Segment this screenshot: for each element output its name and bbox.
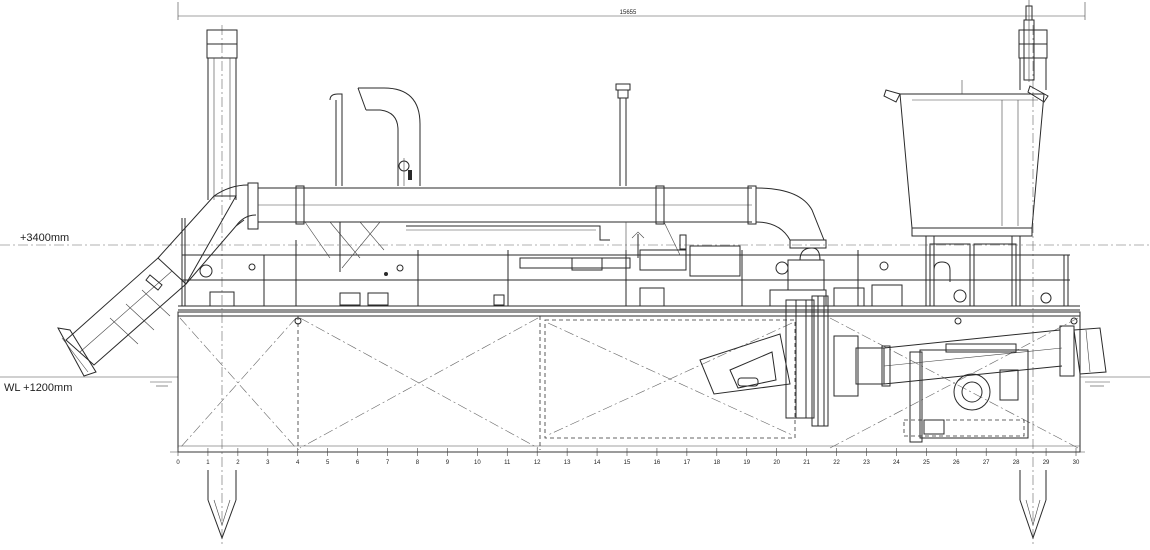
frame-number: 6 [356, 460, 360, 466]
frame-number: 18 [713, 460, 720, 466]
frame-number: 2 [236, 460, 240, 466]
frame-number: 27 [983, 460, 990, 466]
frame-number: 23 [863, 460, 870, 466]
overall-dimension-label: 15655 [620, 10, 637, 16]
spud-right [1018, 0, 1048, 545]
vent-pipes [329, 83, 631, 186]
frame-number: 9 [446, 460, 450, 466]
main-engine [903, 343, 1029, 443]
dredge-pump-assembly [699, 295, 1107, 427]
frame-number: 17 [684, 460, 691, 466]
winch-house [883, 80, 1052, 307]
hull-pontoon [170, 311, 1085, 453]
frame-number: 7 [386, 460, 390, 466]
spud-left [206, 25, 238, 545]
frame-number: 28 [1013, 460, 1020, 466]
ladder-discharge-left [57, 195, 245, 377]
frame-number: 15 [624, 460, 631, 466]
frame-number: 0 [176, 460, 180, 466]
frame-number: 25 [923, 460, 930, 466]
frame-number: 8 [416, 460, 420, 466]
frame-number: 30 [1073, 460, 1080, 466]
elevation-label: +3400mm [20, 232, 69, 244]
frame-number: 5 [326, 460, 330, 466]
frame-number: 16 [654, 460, 661, 466]
frame-number: 21 [803, 460, 810, 466]
frame-number: 3 [266, 460, 270, 466]
frame-number: 1 [206, 460, 210, 466]
waterline-label: WL +1200mm [4, 382, 72, 394]
frame-number: 14 [594, 460, 601, 466]
frame-number: 19 [743, 460, 750, 466]
deck-machinery [209, 231, 903, 307]
frame-number: 10 [474, 460, 481, 466]
frame-number: 26 [953, 460, 960, 466]
frame-number: 22 [833, 460, 840, 466]
elevation-reference: +3400mm [0, 232, 1150, 246]
frame-number: 29 [1043, 460, 1050, 466]
frame-number: 20 [773, 460, 780, 466]
frame-number: 12 [534, 460, 541, 466]
waterline: WL +1200mm [0, 376, 1150, 394]
frame-number: 11 [504, 460, 511, 466]
discharge-pipeline [213, 182, 827, 272]
frame-number: 13 [564, 460, 571, 466]
frame-number: 24 [893, 460, 900, 466]
deck-railing [178, 218, 1080, 311]
frame-number: 4 [296, 460, 300, 466]
overall-dimension: 15655 [177, 2, 1086, 20]
